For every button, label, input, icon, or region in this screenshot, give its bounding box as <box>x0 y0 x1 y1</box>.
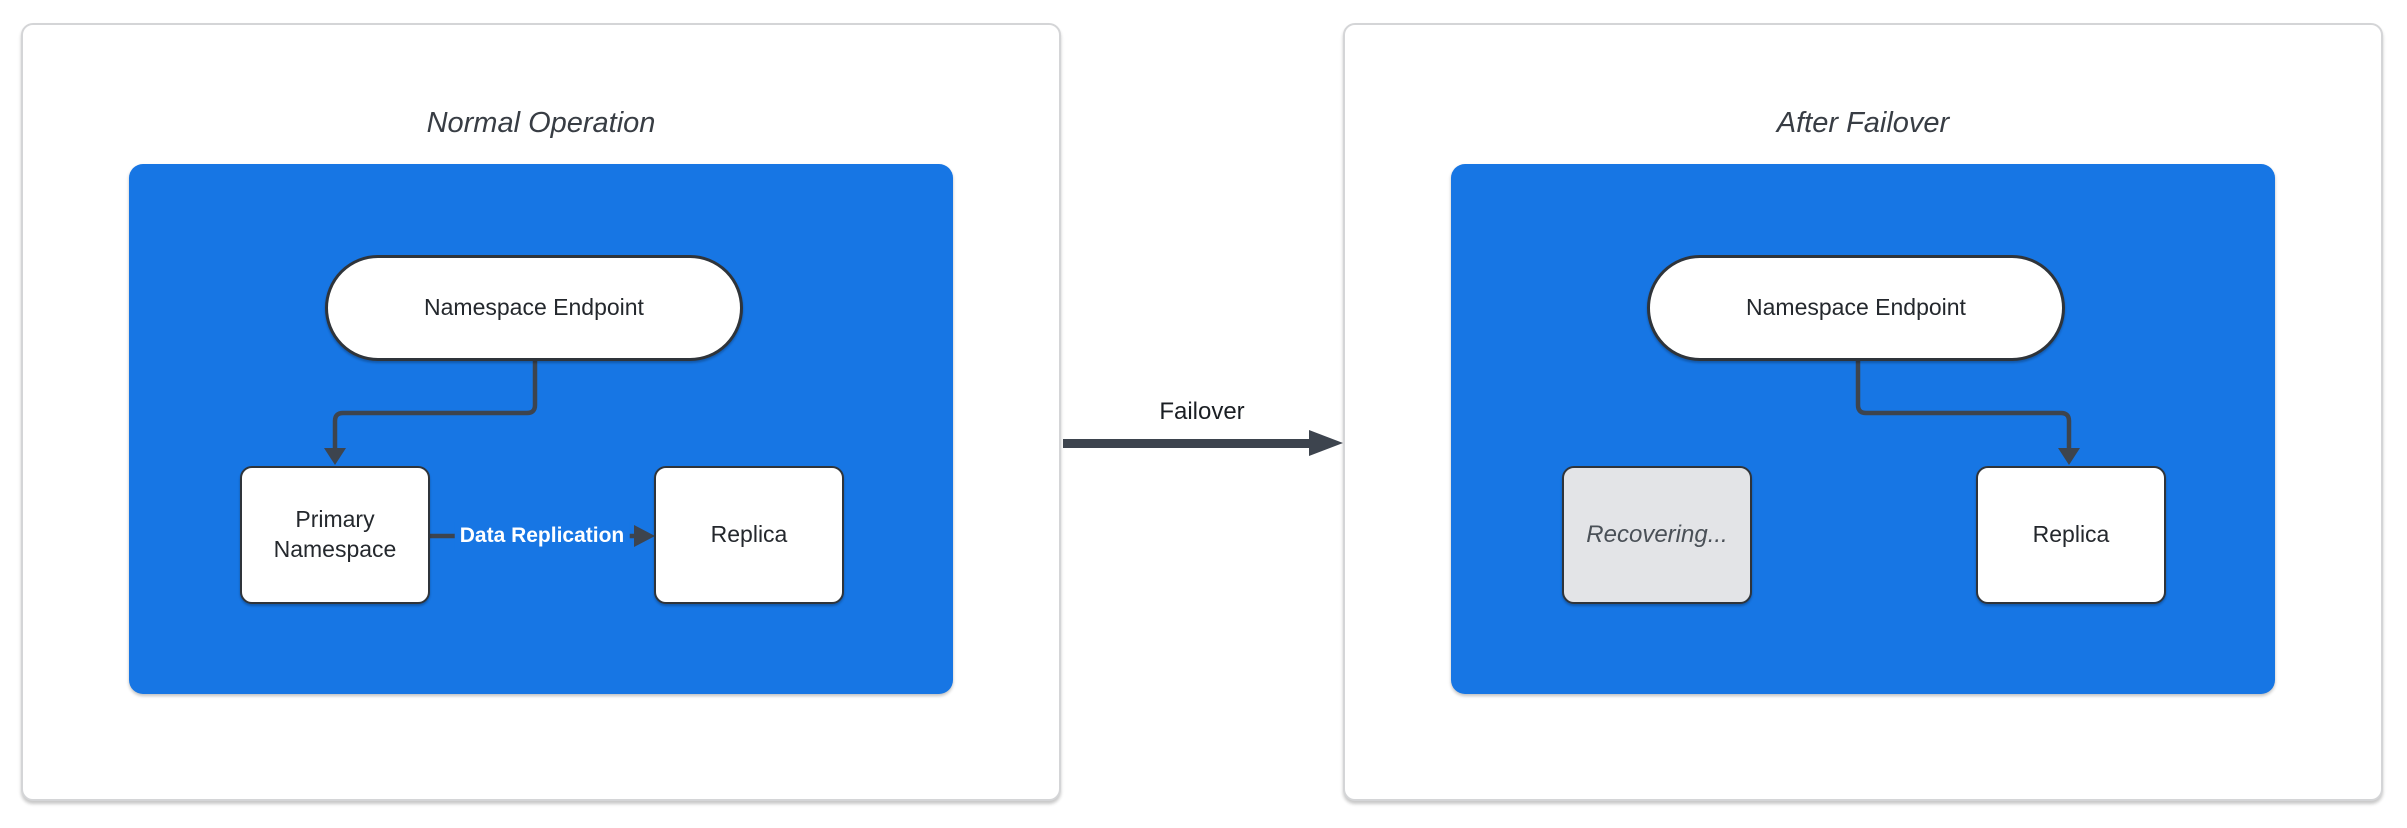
failover-arrow-shaft <box>1063 439 1309 448</box>
panel-after-failover: After Failover Namespace Endpoint Recove… <box>1343 23 2383 801</box>
panel-normal-operation: Normal Operation Namespace Endpoint Prim… <box>21 23 1061 801</box>
failover-arrow-label: Failover <box>1159 398 1245 425</box>
node-primary-namespace: Primary Namespace <box>240 466 430 604</box>
data-replication-arrow-label: Data Replication <box>454 522 630 550</box>
node-label: Replica <box>2032 521 2110 548</box>
node-label: Primary Namespace <box>273 506 397 562</box>
node-namespace-endpoint: Namespace Endpoint <box>1647 255 2065 361</box>
node-recovering: Recovering... <box>1562 466 1752 604</box>
node-label: Namespace Endpoint <box>1746 294 1966 321</box>
namespace-cluster-box: Namespace Endpoint Recovering... Replica <box>1451 164 2275 694</box>
replication-arrowhead-icon <box>634 525 655 547</box>
panel-title-after-failover: After Failover <box>1776 107 1950 139</box>
failover-arrowhead-icon <box>1309 430 1343 456</box>
node-replica: Replica <box>1976 466 2166 604</box>
node-label: Namespace Endpoint <box>424 294 644 321</box>
panel-title-normal-operation: Normal Operation <box>426 107 656 139</box>
node-label: Recovering... <box>1586 521 1728 549</box>
node-replica: Replica <box>654 466 844 604</box>
node-namespace-endpoint: Namespace Endpoint <box>325 255 743 361</box>
node-label: Replica <box>710 521 788 548</box>
connector-arrows-graphic <box>1855 358 2080 465</box>
namespace-cluster-box: Namespace Endpoint Primary Namespace Rep… <box>129 164 953 694</box>
connector-arrows-graphic <box>324 358 655 547</box>
connector-arrowhead-icon <box>324 448 346 465</box>
connector-arrowhead-icon <box>2058 448 2080 465</box>
